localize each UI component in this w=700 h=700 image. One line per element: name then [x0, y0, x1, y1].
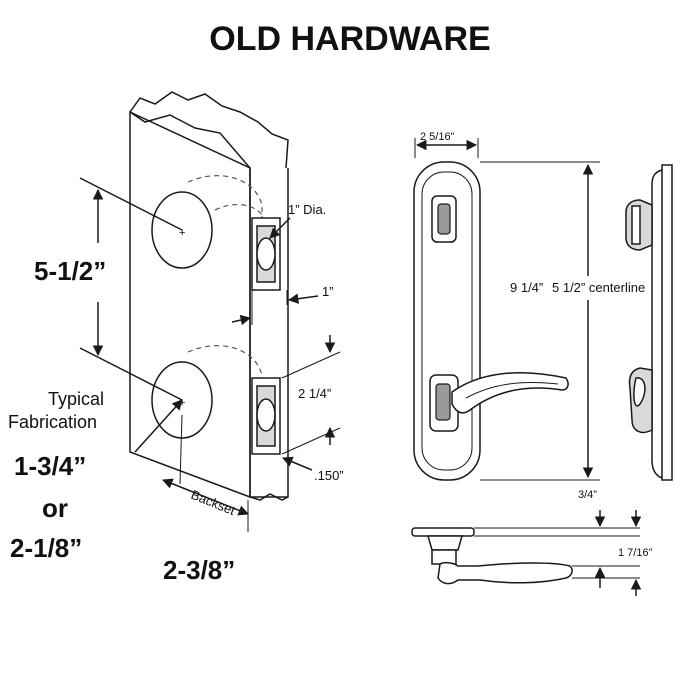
backset-value: 2-3/8”: [163, 555, 235, 585]
projection-base-label: 3/4”: [578, 489, 597, 501]
backset-label: Backset: [189, 487, 238, 518]
door-face: [129, 110, 251, 499]
diagram-title: OLD HARDWARE: [209, 20, 490, 58]
centerline-label: 5 1/2” centerline: [552, 280, 645, 295]
door-top-break: [129, 91, 289, 169]
thickness-a-label: 1-3/4”: [14, 451, 86, 481]
side-profile-plate: [661, 164, 673, 481]
top-view-lever: [437, 561, 573, 585]
faceplate-height-label: 2 1/4”: [298, 386, 331, 401]
thickness-or-label: or: [42, 493, 68, 523]
top-view-plate: [411, 527, 475, 537]
lower-edge-hole: [256, 398, 276, 432]
hole-spacing-label: 5-1/2”: [34, 256, 106, 286]
typical-label-2: Fabrication: [8, 412, 97, 432]
door-bottom-break: [249, 493, 289, 501]
typical-label-1: Typical: [48, 389, 104, 409]
faceplate-depth-label: .150”: [314, 468, 344, 483]
edge-offset-label: 1”: [322, 284, 334, 299]
plate-height-label: 9 1/4”: [510, 280, 543, 295]
projection-lever-label: 1 7/16”: [618, 547, 653, 559]
escutcheon-front-view: 2 5/16” 9 1/4” 5 1/2” centerline: [413, 131, 673, 481]
door-edge: [249, 168, 289, 498]
plate-width-label: 2 5/16”: [420, 131, 455, 143]
thickness-b-label: 2-1/8”: [10, 533, 82, 563]
lever-top-view: 3/4” 1 7/16”: [411, 489, 653, 596]
upper-edge-hole: [256, 237, 276, 271]
svg-text:+: +: [179, 227, 185, 239]
door-edge-drawing: + + 5-1/2” Typical Fabrication 1-3/4” or…: [8, 91, 344, 585]
edge-dia-label: 1” Dia.: [288, 202, 326, 217]
